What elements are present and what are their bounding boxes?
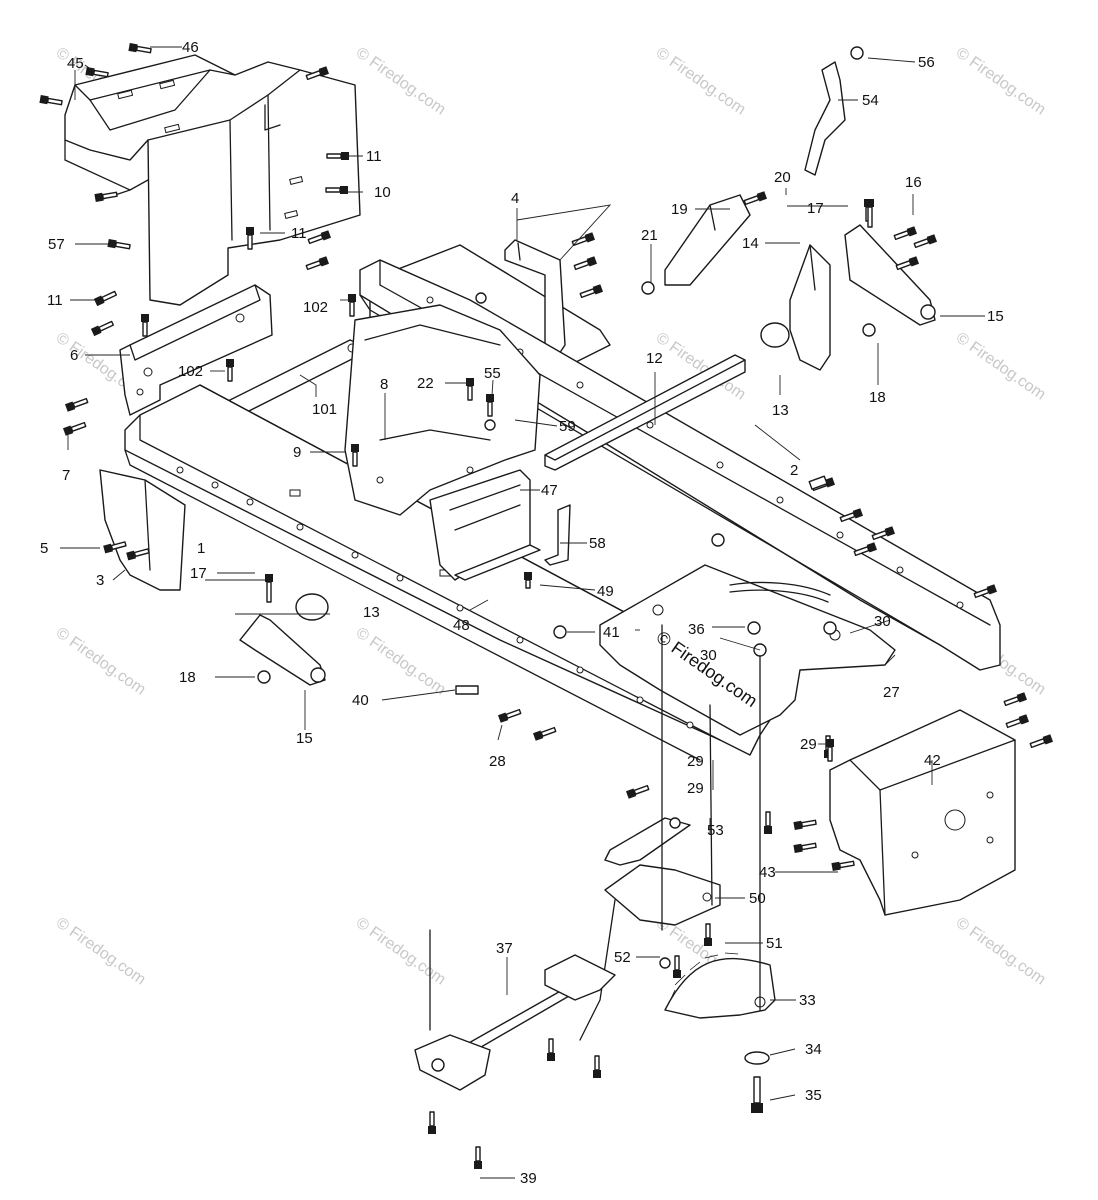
callout-29c: 29 (687, 780, 704, 797)
link-bar (219, 339, 363, 419)
callout-47: 47 (541, 482, 558, 499)
callout-33: 33 (799, 992, 816, 1009)
callout-17a: 17 (807, 200, 824, 217)
bracket-54 (804, 61, 846, 176)
linkage-rods (429, 624, 761, 1031)
callout-30b: 30 (700, 647, 717, 664)
callout-50: 50 (749, 890, 766, 907)
steering-shaft (414, 954, 616, 1091)
callout-57: 57 (48, 236, 65, 253)
callout-51: 51 (766, 935, 783, 952)
callout-42: 42 (924, 752, 941, 769)
leader-lines (60, 46, 985, 1179)
callout-11b: 11 (291, 225, 307, 242)
callout-28: 28 (489, 753, 506, 770)
callout-36: 36 (688, 621, 705, 638)
callout-14: 14 (742, 235, 759, 252)
callout-12: 12 (646, 350, 663, 367)
side-bracket (99, 469, 186, 591)
callout-10: 10 (374, 184, 391, 201)
callout-19: 19 (671, 201, 688, 218)
end-bracket (829, 709, 1016, 916)
callout-56: 56 (918, 54, 935, 71)
callout-29a: 29 (800, 736, 817, 753)
callout-15b: 15 (296, 730, 313, 747)
callout-41: 41 (603, 624, 620, 641)
callout-52: 52 (614, 949, 631, 966)
callout-18a: 18 (869, 389, 886, 406)
watermark: © Firedog.com (953, 914, 1049, 988)
callout-labels: 1 2 3 4 5 6 7 8 9 10 11 11 11 12 13 13 1… (40, 39, 1004, 1187)
watermark: © Firedog.com (353, 44, 449, 118)
watermark: © Firedog.com (953, 44, 1049, 118)
callout-3: 3 (96, 572, 104, 589)
rear-bracket (789, 244, 831, 371)
callout-37: 37 (496, 940, 513, 957)
callout-21: 21 (641, 227, 658, 244)
callout-53: 53 (707, 822, 724, 839)
callout-46: 46 (182, 39, 199, 56)
bumper (295, 322, 790, 621)
callout-8: 8 (380, 376, 388, 393)
callout-54: 54 (862, 92, 879, 109)
callout-11a: 11 (366, 148, 382, 165)
steering-sector (664, 952, 776, 1019)
callout-34: 34 (805, 1041, 822, 1058)
fasteners (39, 43, 1054, 1169)
callout-35: 35 (805, 1087, 822, 1104)
watermark: © Firedog.com (353, 624, 449, 698)
callout-1: 1 (197, 540, 205, 557)
pivot-arm-rear (844, 224, 936, 326)
watermark: © Firedog.com (353, 914, 449, 988)
callout-58: 58 (589, 535, 606, 552)
callout-13a: 13 (772, 402, 789, 419)
callout-16: 16 (905, 174, 922, 191)
pedal-bracket (429, 469, 541, 581)
callout-59: 59 (559, 418, 576, 435)
callout-48: 48 (453, 617, 470, 634)
pivot-arm-front (239, 614, 326, 686)
callout-27: 27 (883, 684, 900, 701)
callout-101: 101 (312, 401, 337, 418)
callout-39: 39 (520, 1170, 537, 1187)
cover-plate (64, 54, 361, 306)
callout-6: 6 (70, 347, 78, 364)
callout-15a: 15 (987, 308, 1004, 325)
callout-40: 40 (352, 692, 369, 709)
watermark: © Firedog.com (53, 914, 149, 988)
callout-13b: 13 (363, 604, 380, 621)
callout-2: 2 (790, 462, 798, 479)
callout-30a: 30 (874, 613, 891, 630)
mounting-plate (599, 564, 896, 736)
callout-5: 5 (40, 540, 48, 557)
callout-17b: 17 (190, 565, 207, 582)
center-plate (344, 304, 541, 516)
callout-55: 55 (484, 365, 501, 382)
callout-29b: 29 (687, 753, 704, 770)
callout-102b: 102 (178, 363, 203, 380)
callout-49: 49 (597, 583, 614, 600)
callout-43: 43 (759, 864, 776, 881)
callout-11c: 11 (47, 292, 63, 309)
callout-20: 20 (774, 169, 791, 186)
watermark: © Firedog.com (653, 44, 749, 118)
watermark: © Firedog.com (53, 624, 149, 698)
watermark: © Firedog.com (953, 329, 1049, 403)
callout-9: 9 (293, 444, 301, 461)
cross-tube (544, 354, 746, 471)
left-bracket (119, 284, 273, 416)
callout-102a: 102 (303, 299, 328, 316)
callout-18b: 18 (179, 669, 196, 686)
callout-7: 7 (62, 467, 70, 484)
callout-45: 45 (67, 55, 84, 72)
callout-22: 22 (417, 375, 434, 392)
callout-4: 4 (511, 190, 519, 207)
